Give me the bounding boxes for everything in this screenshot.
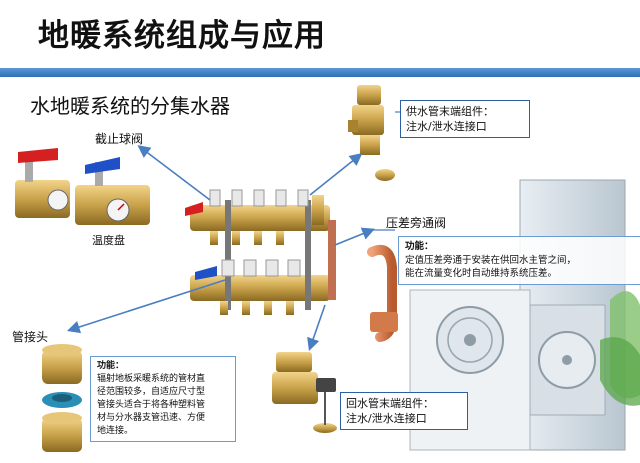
thermometer-label: 温度盘 xyxy=(92,234,125,247)
ball-valve-illustration xyxy=(15,148,150,225)
bypass-valve-label: 压差旁通阀 xyxy=(386,216,447,230)
bypass-function-line: 能在流量变化时自动维持系统压差。 xyxy=(405,268,558,279)
return-end-desc: 注水/泄水连接口 xyxy=(346,412,427,425)
supply-end-callout: 供水管末端组件： 注水/泄水连接口 xyxy=(400,100,530,138)
bypass-function-line: 定值压差旁通于安装在供回水主管之间， xyxy=(405,254,577,266)
fitting-function-box: 功能： 辐射地板采暖系统的管材直 径范围较多，自适应尺寸型 管接头适合于将各种塑… xyxy=(90,356,236,442)
fitting-function-line: 径范围较多，自适应尺寸型 xyxy=(97,387,206,397)
callout-arrows xyxy=(66,145,375,352)
page-title: 地暖系统组成与应用 xyxy=(38,18,326,54)
bypass-function-heading: 功能： xyxy=(405,241,434,252)
pipe-fitting-illustration xyxy=(42,344,82,452)
ball-valve-label: 截止球阀 xyxy=(95,132,144,146)
pipe-fitting-label: 管接头 xyxy=(12,330,49,344)
bypass-function-box: 功能： 定值压差旁通于安装在供回水主管之间， 能在流量变化时自动维持系统压差。 xyxy=(398,236,640,285)
outdoor-units-illustration xyxy=(409,179,640,451)
bypass-valve-illustration xyxy=(367,244,398,342)
bracket-lines xyxy=(365,111,400,231)
return-end-component-illustration xyxy=(272,352,337,433)
supply-end-desc: 注水/泄水连接口 xyxy=(406,120,487,133)
fitting-function-line: 材与分水器支管迅速、方便 xyxy=(97,413,206,423)
return-end-title: 回水管末端组件： xyxy=(346,397,434,410)
title-underline-bar xyxy=(0,68,640,77)
manifold-illustration xyxy=(185,189,336,315)
fitting-function-line: 地连接。 xyxy=(97,426,134,436)
fitting-function-heading: 功能： xyxy=(97,361,125,371)
return-end-callout: 回水管末端组件： 注水/泄水连接口 xyxy=(340,392,468,430)
diagram-subtitle: 水地暖系统的分集水器 xyxy=(30,94,230,118)
supply-end-title: 供水管末端组件： xyxy=(406,105,494,118)
supply-end-component-illustration xyxy=(348,85,395,181)
fitting-function-line: 管接头适合于将各种塑料管 xyxy=(97,400,206,410)
fitting-function-line: 辐射地板采暖系统的管材直 xyxy=(97,374,206,384)
